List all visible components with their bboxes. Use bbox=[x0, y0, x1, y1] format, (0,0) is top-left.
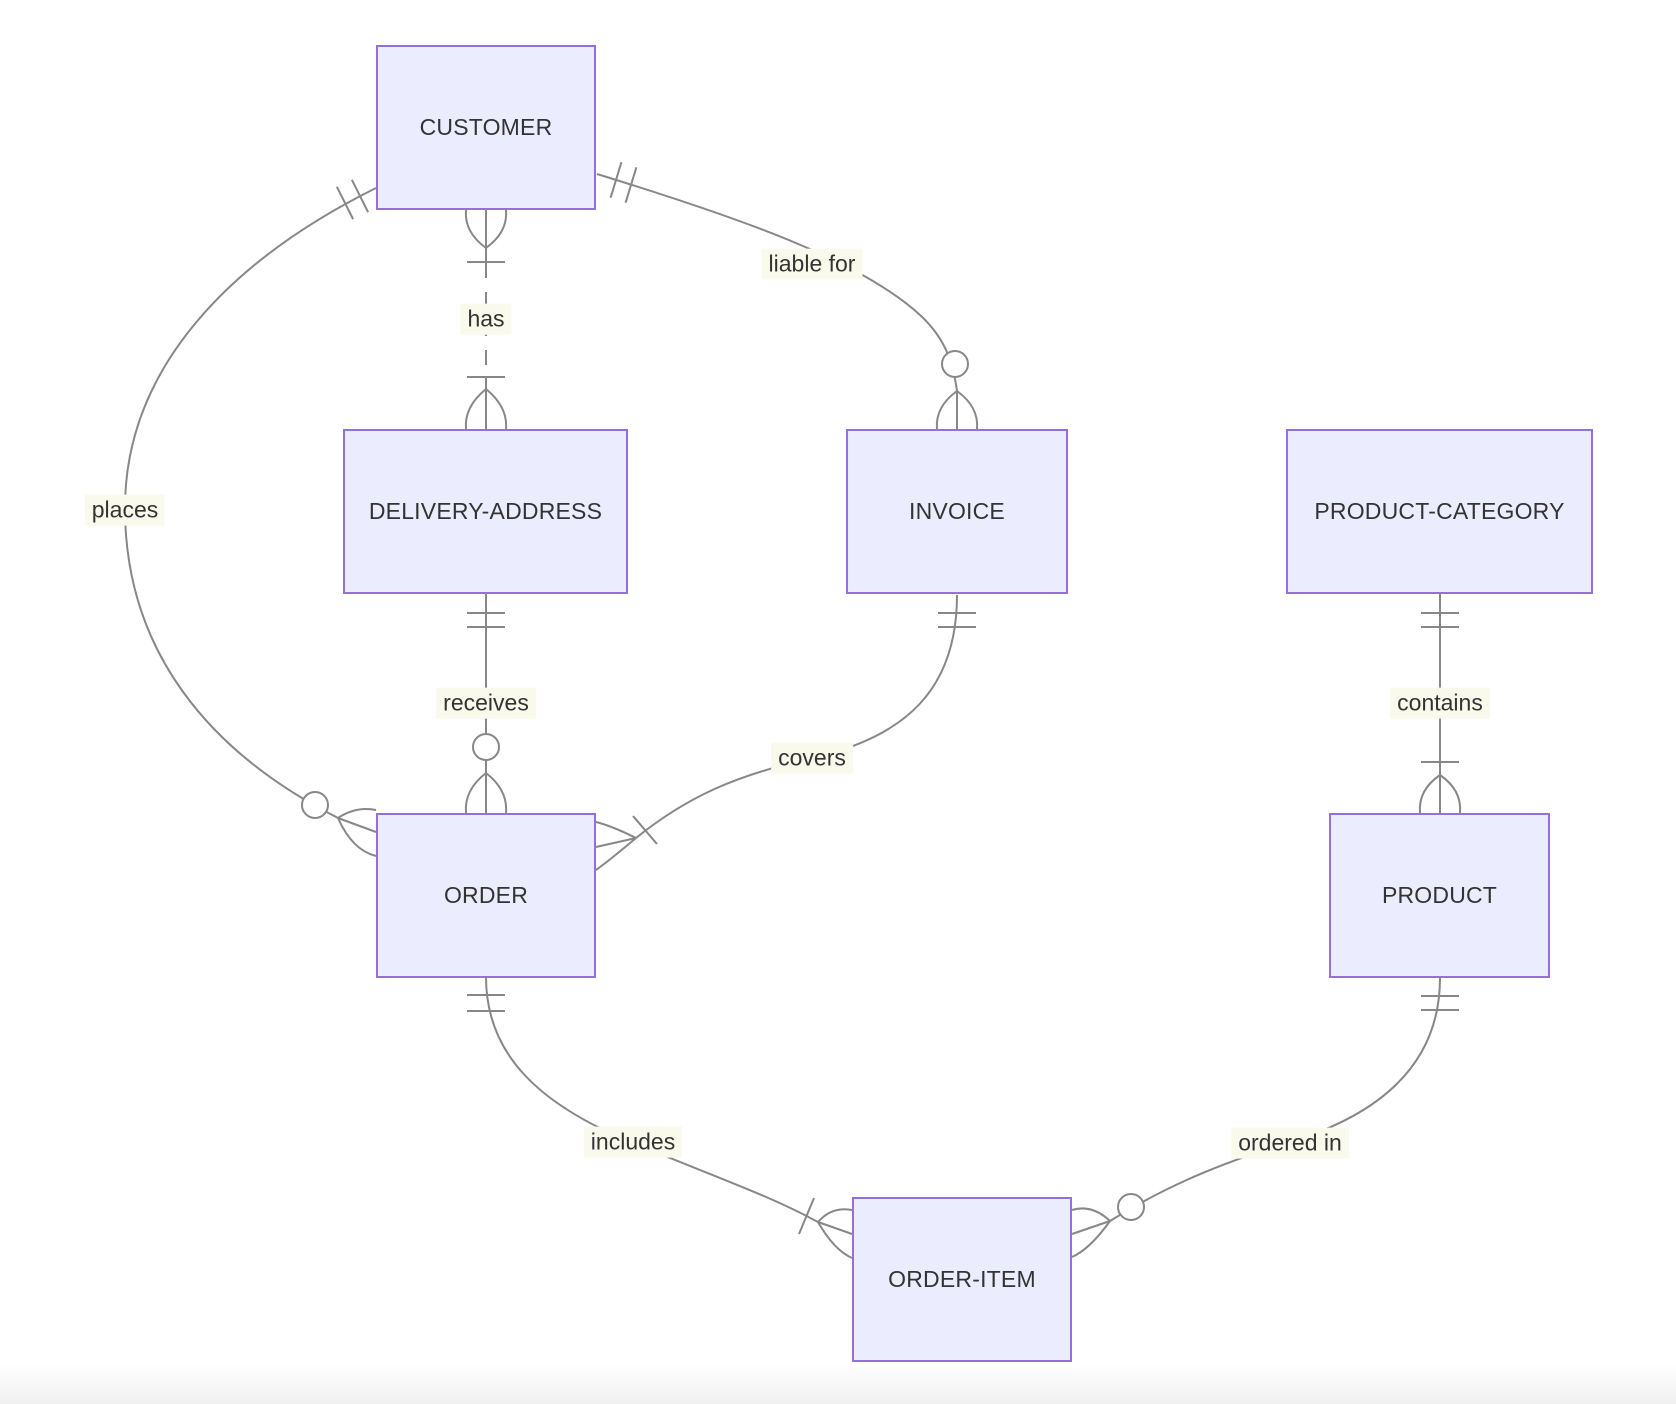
edge-label-receives: receives bbox=[436, 687, 536, 719]
edge-label-includes: includes bbox=[583, 1126, 683, 1158]
covers-line bbox=[635, 594, 958, 839]
entity-label: DELIVERY-ADDRESS bbox=[368, 498, 603, 524]
entity-label: INVOICE bbox=[909, 498, 1005, 524]
edge-label-has: has bbox=[460, 303, 512, 335]
edge-label-contains: contains bbox=[1390, 687, 1490, 719]
relationship-has bbox=[464, 209, 508, 430]
edge-label-ordered-in: ordered in bbox=[1231, 1127, 1349, 1159]
exactly-one-tick-icon bbox=[336, 186, 354, 220]
crow-foot-icon bbox=[1439, 774, 1462, 814]
crow-foot-icon bbox=[337, 817, 377, 857]
entity-product-category: PRODUCT-CATEGORY bbox=[1286, 429, 1593, 594]
exactly-one-tick-icon bbox=[624, 167, 638, 203]
crow-foot-icon bbox=[817, 1221, 853, 1259]
crow-foot-icon bbox=[464, 209, 487, 249]
exactly-one-tick-icon bbox=[351, 179, 369, 213]
crow-foot-icon bbox=[485, 209, 508, 249]
ordered-in-line bbox=[1109, 977, 1441, 1222]
crow-foot-icon bbox=[595, 821, 637, 839]
one-tick-icon bbox=[798, 1197, 815, 1235]
relationship-covers bbox=[595, 594, 976, 871]
entity-invoice: INVOICE bbox=[846, 429, 1068, 594]
entity-order-item: ORDER-ITEM bbox=[852, 1197, 1072, 1362]
crow-foot-icon bbox=[1071, 1207, 1111, 1222]
crow-foot-icon bbox=[485, 772, 508, 814]
zero-circle-icon bbox=[472, 733, 500, 761]
entity-order: ORDER bbox=[376, 813, 596, 978]
crow-foot-icon bbox=[1418, 774, 1441, 814]
crow-foot-icon bbox=[1071, 1220, 1111, 1258]
entity-label: PRODUCT-CATEGORY bbox=[1314, 498, 1565, 524]
zero-circle-icon bbox=[1117, 1193, 1145, 1221]
crow-foot-icon bbox=[817, 1221, 853, 1235]
liable-for-line bbox=[596, 173, 958, 392]
relationship-includes bbox=[467, 976, 853, 1259]
crow-foot-icon bbox=[595, 837, 637, 871]
zero-circle-icon bbox=[301, 791, 329, 819]
crow-foot-icon bbox=[337, 808, 377, 819]
crow-foot-icon bbox=[337, 817, 377, 833]
crow-foot-icon bbox=[464, 772, 487, 814]
crow-foot-icon bbox=[1071, 1220, 1111, 1235]
includes-line bbox=[485, 976, 819, 1223]
crow-foot-icon bbox=[956, 390, 979, 430]
one-tick-icon bbox=[632, 815, 658, 845]
entity-delivery-address: DELIVERY-ADDRESS bbox=[343, 429, 628, 594]
edge-label-covers: covers bbox=[771, 742, 853, 774]
entity-customer: CUSTOMER bbox=[376, 45, 596, 210]
entity-product: PRODUCT bbox=[1329, 813, 1550, 978]
entity-label: CUSTOMER bbox=[419, 114, 553, 140]
edge-label-places: places bbox=[84, 494, 166, 526]
entity-label: ORDER-ITEM bbox=[888, 1266, 1036, 1292]
crow-foot-icon bbox=[935, 390, 958, 430]
exactly-one-tick-icon bbox=[609, 162, 623, 198]
edge-label-liable-for: liable for bbox=[761, 248, 863, 280]
entity-label: ORDER bbox=[443, 882, 529, 908]
crow-foot-icon bbox=[595, 837, 637, 848]
relationship-liable-for bbox=[596, 162, 979, 430]
crow-foot-icon bbox=[464, 388, 487, 430]
relationship-ordered-in bbox=[1071, 977, 1459, 1258]
zero-circle-icon bbox=[941, 350, 969, 378]
crow-foot-icon bbox=[817, 1208, 853, 1223]
entity-label: PRODUCT bbox=[1381, 882, 1498, 908]
crow-foot-icon bbox=[485, 388, 508, 430]
